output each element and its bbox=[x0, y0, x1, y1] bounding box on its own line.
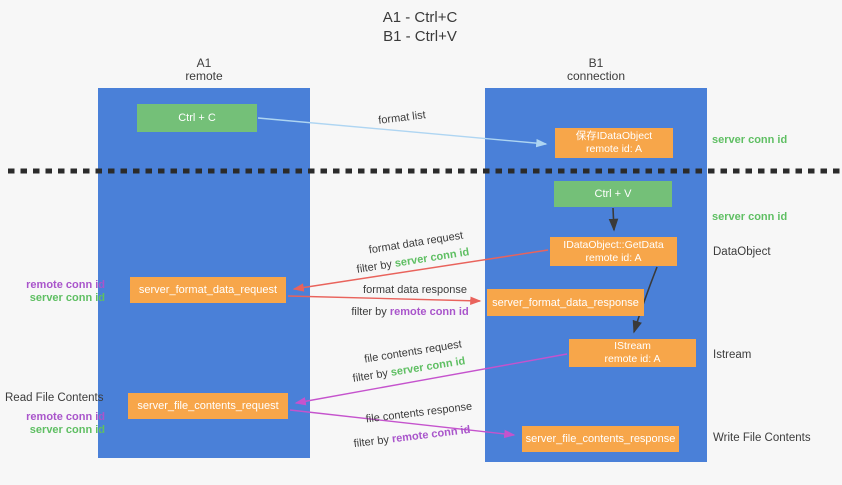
save-dataobject-line2: remote id: A bbox=[585, 143, 643, 155]
server-format-data-request-box: server_format_data_request bbox=[130, 277, 286, 303]
server-format-data-response-label: server_format_data_response bbox=[492, 296, 639, 309]
ctrl-v-label: Ctrl + V bbox=[594, 188, 632, 200]
server-format-data-request-label: server_format_data_request bbox=[138, 284, 278, 296]
istream-side-label: Istream bbox=[713, 349, 752, 361]
column-b1-subtitle: connection bbox=[566, 69, 626, 83]
server-conn-id-side-label-2: server conn id bbox=[712, 211, 788, 223]
read-file-contents-label: Read File Contents bbox=[5, 392, 104, 404]
save-dataobject-box: 保存IDataObject remote id: A bbox=[555, 128, 673, 158]
title-line-2: B1 - Ctrl+V bbox=[383, 28, 457, 45]
title-line-1: A1 - Ctrl+C bbox=[382, 9, 458, 26]
getdata-box: IDataObject::GetData remote id: A bbox=[550, 237, 677, 266]
page-title: A1 - Ctrl+C B1 - Ctrl+V bbox=[330, 8, 510, 46]
ctrl-v-box: Ctrl + V bbox=[554, 181, 672, 207]
server-file-contents-request-box: server_file_contents_request bbox=[128, 393, 288, 419]
column-a1-header: A1 remote bbox=[144, 57, 264, 83]
filter-by-text: filter by bbox=[351, 306, 387, 318]
filter-by-remote-conn-id-label-2: filter by remote conn id bbox=[353, 424, 471, 450]
filter-by-text: filter by bbox=[355, 258, 393, 276]
istream-line2: remote id: A bbox=[604, 353, 661, 365]
server-file-contents-request-label: server_file_contents_request bbox=[137, 400, 279, 412]
filter-by-text: filter by bbox=[351, 367, 389, 385]
column-b1-name: B1 bbox=[588, 56, 604, 70]
remote-conn-id-text: remote conn id bbox=[389, 306, 469, 318]
remote-conn-id-side-label-1: remote conn id bbox=[26, 279, 105, 291]
ctrl-c-box: Ctrl + C bbox=[137, 104, 257, 132]
server-conn-id-side-label-1: server conn id bbox=[712, 134, 788, 146]
server-conn-id-side-label-4: server conn id bbox=[29, 424, 105, 436]
format-data-response-arrow bbox=[287, 295, 482, 305]
getdata-line2: remote id: A bbox=[585, 251, 642, 264]
save-dataobject-line1: 保存IDataObject bbox=[575, 130, 653, 142]
remote-conn-id-text: remote conn id bbox=[391, 423, 471, 446]
server-conn-id-side-label-3: server conn id bbox=[29, 292, 105, 304]
istream-line1: IStream bbox=[614, 340, 651, 352]
server-file-contents-response-box: server_file_contents_response bbox=[522, 426, 679, 452]
column-a1-subtitle: remote bbox=[185, 69, 223, 83]
format-list-label: format list bbox=[377, 109, 427, 127]
filter-by-remote-conn-id-label-1: filter by remote conn id bbox=[351, 306, 468, 318]
ctrl-c-label: Ctrl + C bbox=[178, 112, 216, 124]
remote-conn-id-side-label-2: remote conn id bbox=[26, 411, 105, 423]
server-file-contents-response-label: server_file_contents_response bbox=[525, 433, 676, 445]
getdata-line1: IDataObject::GetData bbox=[563, 238, 664, 251]
column-a1-name: A1 bbox=[196, 56, 212, 70]
istream-box: IStream remote id: A bbox=[569, 339, 696, 367]
write-file-contents-label: Write File Contents bbox=[713, 432, 811, 444]
format-data-response-label: format data response bbox=[363, 284, 467, 296]
dataobject-side-label: DataObject bbox=[713, 246, 771, 258]
server-format-data-response-box: server_format_data_response bbox=[487, 289, 644, 316]
filter-by-text: filter by bbox=[353, 433, 390, 451]
file-contents-response-label: file contents response bbox=[365, 400, 473, 426]
column-b1-header: B1 connection bbox=[536, 57, 656, 83]
